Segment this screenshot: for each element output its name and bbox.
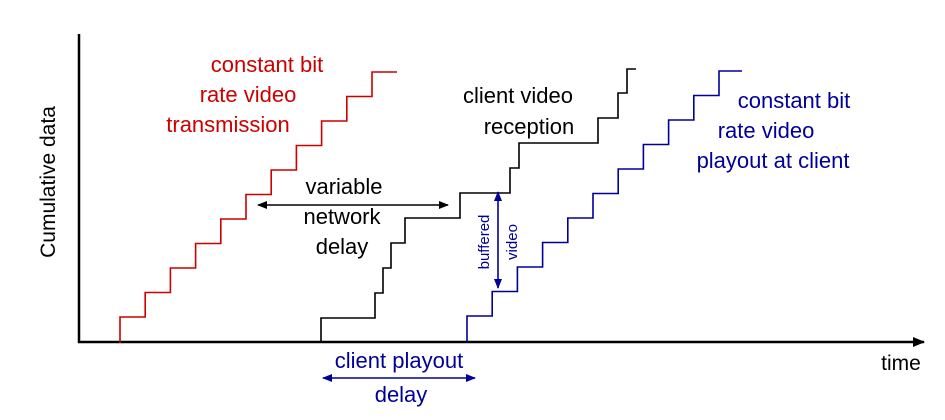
network-delay-label: variable network delay (303, 174, 382, 259)
reception-step-curve (320, 68, 636, 342)
x-axis-label: time (881, 352, 921, 375)
transmission-label: constant bit rate video transmission (166, 52, 323, 137)
reception-label: client video reception (463, 83, 574, 139)
reception-label-line2: reception (484, 114, 575, 139)
transmission-label-line1: constant bit (211, 52, 324, 77)
transmission-step-curve (119, 71, 397, 343)
playout-label: constant bit rate video playout at clien… (697, 88, 851, 173)
playout-step-curve (466, 70, 742, 343)
buffered-video-label-line1: buffered (476, 215, 493, 270)
playout-delay-label-line2: delay (375, 382, 428, 407)
buffered-video-label: buffered video (476, 215, 521, 270)
transmission-label-line2: rate video (200, 82, 297, 107)
playout-delay-label-line1: client playout (335, 348, 463, 373)
network-delay-label-line2: network (303, 204, 381, 229)
playout-delay-label: client playout delay (335, 348, 463, 407)
network-delay-label-line3: delay (316, 234, 369, 259)
playout-label-line1: constant bit (738, 88, 851, 113)
transmission-label-line3: transmission (166, 112, 289, 137)
playout-label-line3: playout at client (697, 148, 850, 173)
network-delay-label-line1: variable (305, 174, 382, 199)
reception-label-line1: client video (463, 83, 573, 108)
playout-label-line2: rate video (718, 118, 815, 143)
y-axis-label: Cumulative data (37, 106, 60, 258)
buffered-video-label-line2: video (504, 224, 521, 260)
